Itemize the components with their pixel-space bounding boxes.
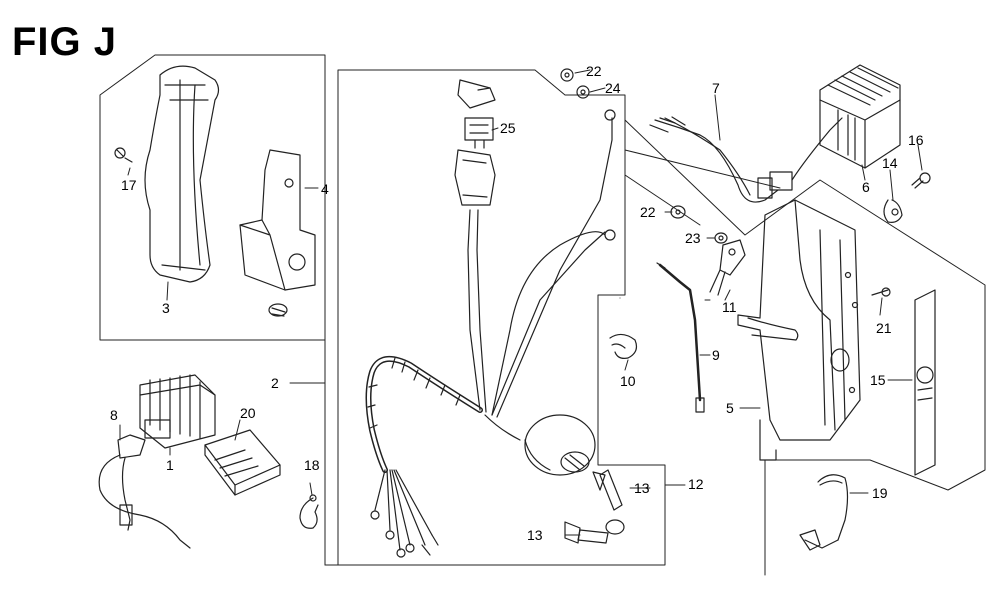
main-switch [484, 414, 596, 476]
fastener-parts-14-16-21 [871, 172, 931, 297]
callout-7: 7 [712, 80, 720, 96]
clip-part-18 [299, 494, 319, 529]
control-box-part-5 [737, 199, 861, 461]
callout-2: 2 [271, 375, 279, 391]
callout-21: 21 [876, 320, 892, 336]
label-plate-part-15 [914, 289, 936, 476]
clip-part-10 [609, 333, 638, 359]
callout-5: 5 [726, 400, 734, 416]
callout-14: 14 [882, 155, 898, 171]
figure-title: FIG J [12, 20, 118, 64]
leader-lines [119, 69, 923, 536]
wire-lead-part-9 [656, 262, 705, 413]
callout-6: 6 [862, 179, 870, 195]
callout-15: 15 [870, 372, 886, 388]
group-boundary-lines [99, 54, 986, 576]
screw-part-17 [114, 147, 133, 163]
callout-22-right: 22 [640, 204, 656, 220]
callout-24: 24 [605, 80, 621, 96]
callout-9: 9 [712, 347, 720, 363]
callout-16: 16 [908, 132, 924, 148]
callout-17: 17 [121, 177, 137, 193]
callout-3: 3 [162, 300, 170, 316]
rectifier-part-1 [98, 374, 216, 549]
callout-23: 23 [685, 230, 701, 246]
callout-11: 11 [722, 299, 737, 315]
regulator-part-6 [819, 64, 901, 169]
fuse-part-25 [457, 79, 496, 149]
harness-part-7 [649, 116, 843, 203]
callout-25: 25 [500, 120, 516, 136]
wire-harness-part-12 [365, 109, 616, 558]
terminal-part-11 [709, 239, 746, 296]
callout-20: 20 [240, 405, 256, 421]
callout-numbers: 17 4 3 2 8 20 1 18 22 24 25 7 22 23 11 9… [110, 63, 924, 543]
key-parts-13 [564, 469, 625, 544]
callout-10: 10 [620, 373, 636, 389]
wire-clip-part-19 [799, 474, 849, 551]
callout-12: 12 [688, 476, 704, 492]
panel-cover-part-3 [144, 65, 220, 283]
bracket-part-4 [239, 149, 316, 317]
callout-13-upper: 13 [634, 480, 650, 496]
washer-parts-22-24-top [560, 68, 590, 99]
callout-4: 4 [321, 181, 329, 197]
callout-13-lower: 13 [527, 527, 543, 543]
callout-22-top: 22 [586, 63, 602, 79]
callout-1: 1 [166, 457, 174, 473]
callout-18: 18 [304, 457, 320, 473]
callout-19: 19 [872, 485, 888, 501]
block-part-20 [204, 429, 281, 496]
callout-8: 8 [110, 407, 118, 423]
